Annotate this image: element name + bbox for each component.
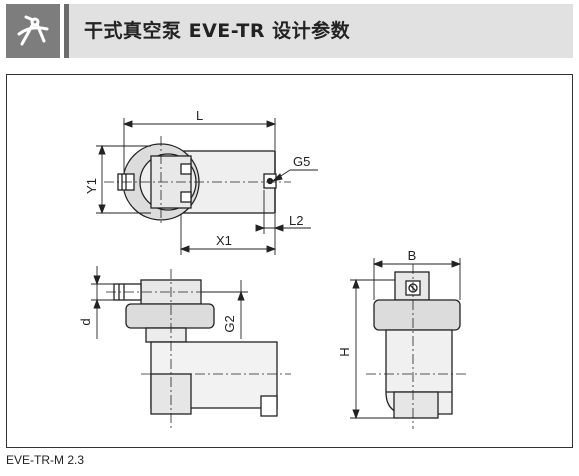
page-title: 干式真空泵 EVE-TR 设计参数 <box>84 20 351 42</box>
dim-label-B: B <box>408 248 417 263</box>
section-header: 干式真空泵 EVE-TR 设计参数 <box>6 4 573 58</box>
top-view <box>104 136 291 226</box>
dim-label-L: L <box>196 108 203 123</box>
dim-label-d: d <box>78 318 93 325</box>
figure-caption: EVE-TR-M 2.3 <box>6 453 85 467</box>
front-view-dimensions <box>91 266 248 339</box>
top-view-dimensions <box>96 118 318 255</box>
front-view <box>106 269 291 429</box>
header-accent <box>64 4 69 58</box>
dim-label-L2: L2 <box>289 213 303 228</box>
side-view-labels: B H <box>337 248 416 357</box>
dim-label-G2: G2 <box>222 315 237 332</box>
drawing-canvas: L G5 Y1 L2 X1 <box>6 74 573 448</box>
header-icon-box <box>6 4 60 58</box>
front-view-labels: d G2 <box>78 315 237 332</box>
compass-tool-icon <box>17 15 49 46</box>
dim-label-G5: G5 <box>293 154 310 169</box>
technical-drawing: L G5 Y1 L2 X1 <box>6 74 573 448</box>
top-view-labels: L G5 Y1 L2 X1 <box>84 108 310 248</box>
dim-label-X1: X1 <box>216 233 232 248</box>
side-view <box>366 264 466 429</box>
dim-label-H: H <box>337 347 352 356</box>
header-title-bar <box>64 4 573 58</box>
dim-label-Y1: Y1 <box>84 178 99 194</box>
side-view-dimensions <box>350 258 462 420</box>
